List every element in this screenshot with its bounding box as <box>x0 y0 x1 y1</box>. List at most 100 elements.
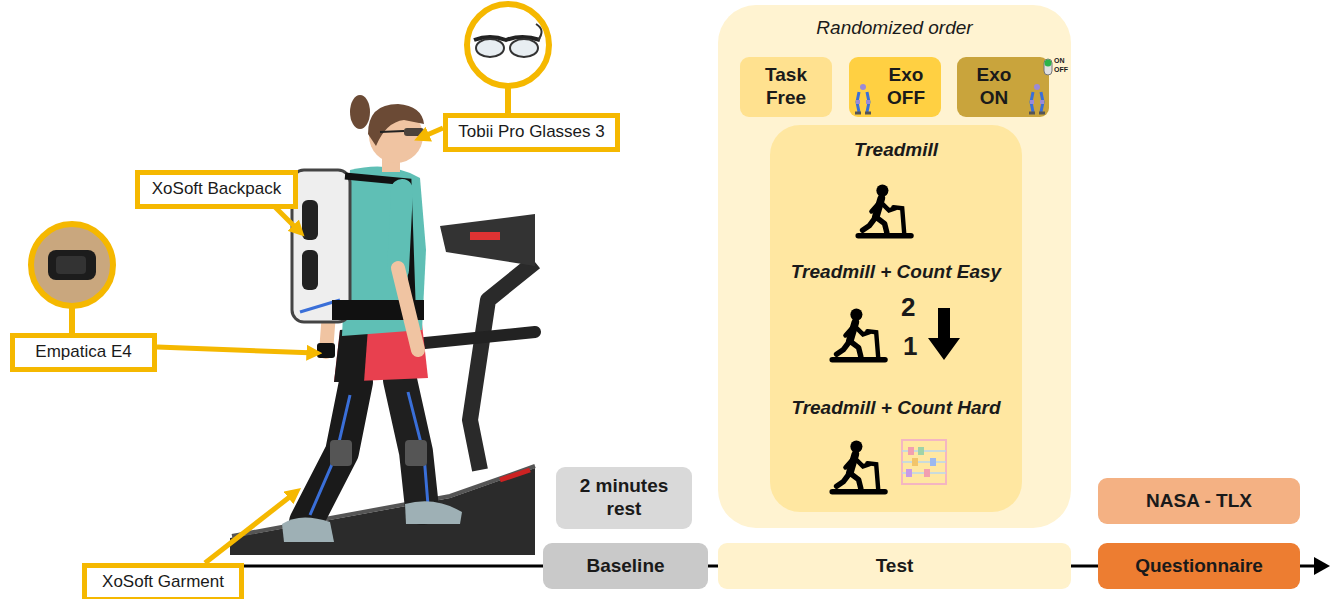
timeline-line <box>708 565 718 568</box>
person-figure <box>404 128 424 136</box>
timeline-end-arrow <box>1300 557 1330 575</box>
wristband-inset <box>56 256 86 274</box>
person-figure <box>282 95 462 542</box>
timeline-end-arrow <box>1314 557 1330 575</box>
abacus-icon <box>924 469 930 477</box>
box-label: Empatica E4 <box>35 342 131 362</box>
abacus-icon <box>906 469 912 477</box>
abacus-icon <box>902 440 946 484</box>
person-figure <box>306 382 356 522</box>
label-slot: 2 <box>901 294 915 320</box>
task-label: Treadmill + Count Hard <box>770 397 1022 420</box>
toggle-icon <box>1045 60 1052 67</box>
treadmill <box>440 214 535 266</box>
task-panel: TreadmillTreadmill + Count EasyTreadmill… <box>770 125 1022 512</box>
label-slot: OFF <box>1054 66 1068 73</box>
person-figure <box>368 104 424 146</box>
text-slot: Treadmill + Count Hard <box>770 397 1022 420</box>
leader-lines <box>157 347 316 353</box>
treadmill <box>470 232 500 240</box>
person-figure <box>330 440 352 466</box>
exo-icon <box>1029 84 1045 113</box>
treadmill <box>500 470 530 480</box>
down-arrow-icon <box>928 308 960 360</box>
box-label: 2 minutes rest <box>566 475 682 521</box>
exo-icon <box>1029 84 1045 113</box>
person-figure <box>405 501 462 524</box>
walker-icon <box>832 441 885 492</box>
abacus-icon <box>908 447 914 455</box>
walker-icon <box>858 185 911 236</box>
phase-box: Questionnaire <box>1098 543 1300 589</box>
person-figure <box>282 517 334 542</box>
task-label: Treadmill + Count Easy <box>770 261 1022 284</box>
count-number: 2 <box>901 294 915 320</box>
abacus-icon <box>930 458 936 466</box>
switch-label: ON <box>1054 57 1065 64</box>
condition-box: Task Free <box>740 57 832 117</box>
down-arrow-icon <box>928 308 960 360</box>
box-label: Tobii Pro Glasses 3 <box>458 122 604 142</box>
person-figure <box>292 170 350 322</box>
walker-icon <box>832 309 885 360</box>
switch-label: OFF <box>1054 66 1068 73</box>
leader-lines <box>205 492 296 563</box>
phase-box: Baseline <box>543 543 708 589</box>
box-label: XoSoft Garment <box>102 572 224 592</box>
exo-icon <box>855 84 871 113</box>
group-panel: Randomized orderTask FreeExo OFFExo ONTr… <box>718 5 1071 528</box>
box-label: Test <box>876 555 914 578</box>
box-label: NASA - TLX <box>1146 490 1252 513</box>
callout-box: Tobii Pro Glasses 3 <box>443 113 620 152</box>
walker-icon <box>832 441 885 492</box>
abacus-icon <box>918 447 924 455</box>
glasses-inset <box>476 39 504 57</box>
step-note-box: NASA - TLX <box>1098 478 1300 524</box>
callout-box: Empatica E4 <box>10 333 157 372</box>
glasses-inset <box>505 88 511 113</box>
timeline-line <box>244 565 543 568</box>
timeline-line <box>1071 565 1098 568</box>
person-figure <box>398 190 402 270</box>
phase-box: Test <box>718 543 1071 589</box>
text-slot: Treadmill + Count Easy <box>770 261 1022 284</box>
person-figure <box>302 200 318 240</box>
exo-icon <box>855 84 871 113</box>
walker-icon <box>832 309 885 360</box>
glasses-inset <box>536 24 542 40</box>
wristband-inset <box>31 224 113 333</box>
step-note-box: 2 minutes rest <box>556 467 692 529</box>
wristband-inset <box>48 250 96 280</box>
treadmill <box>232 466 535 536</box>
text-slot: Treadmill <box>770 139 1022 162</box>
treadmill <box>470 262 535 470</box>
box-label: XoSoft Backpack <box>152 179 281 199</box>
toggle-icon <box>1044 59 1052 75</box>
box-label: Task Free <box>756 64 816 110</box>
abacus-icon <box>902 440 946 484</box>
callout-box: XoSoft Backpack <box>135 170 298 209</box>
person-figure <box>380 131 404 132</box>
toggle-icon <box>1044 59 1052 75</box>
timeline-end-arrow <box>1300 565 1316 568</box>
glasses-inset <box>467 4 549 86</box>
walker-icon <box>858 185 911 236</box>
person-figure <box>350 95 370 129</box>
panel-heading: Randomized order <box>718 17 1071 40</box>
leader-lines <box>420 128 443 138</box>
wristband-inset <box>69 306 75 333</box>
text-slot: Randomized order <box>718 17 1071 40</box>
task-label: Treadmill <box>770 139 1022 162</box>
box-label: Questionnaire <box>1135 555 1263 578</box>
box-label: Exo OFF <box>876 64 936 110</box>
person-figure <box>302 250 318 290</box>
label-slot: 1 <box>903 333 917 359</box>
person-figure <box>334 328 368 382</box>
count-number: 1 <box>903 333 917 359</box>
glasses-inset <box>510 39 538 57</box>
person-figure <box>398 268 418 350</box>
glasses-inset <box>467 4 549 113</box>
abacus-icon <box>912 458 918 466</box>
